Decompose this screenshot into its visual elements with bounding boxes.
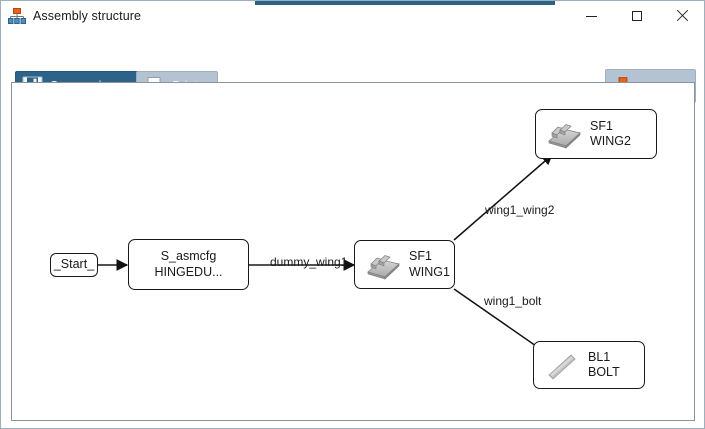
toolbar: Save as image... Print...	[1, 31, 704, 103]
surface-part-icon	[363, 248, 403, 282]
node-bolt-line2: BOLT	[588, 365, 620, 379]
node-wing2[interactable]: SF1 WING2	[535, 109, 657, 159]
edge-wing1-to-wing2	[453, 154, 553, 241]
org-chart-icon	[8, 8, 26, 24]
node-start[interactable]: _Start_	[50, 253, 98, 277]
node-wing1-body: SF1 WING1	[355, 248, 454, 282]
bolt-part-icon	[542, 348, 582, 382]
maximize-button[interactable]	[614, 1, 659, 31]
node-wing2-line2: WING2	[590, 134, 631, 148]
node-bolt-line1: BL1	[588, 349, 611, 364]
surface-part-icon	[544, 117, 584, 151]
edge-label-wing1-wing2: wing1_wing2	[485, 203, 555, 217]
node-wing2-labels: SF1 WING2	[590, 119, 631, 150]
diagram-canvas[interactable]: _Start_ S_asmcfg HINGEDU...	[11, 82, 695, 421]
node-s-asmcfg-line2: HINGEDU...	[154, 264, 223, 279]
minimize-icon	[586, 15, 597, 17]
edge-label-dummy-wing1: dummy_wing1	[270, 255, 348, 269]
title-bar: Assembly structure	[1, 1, 704, 31]
node-s-asmcfg[interactable]: S_asmcfg HINGEDU...	[128, 239, 249, 290]
node-bolt-body: BL1 BOLT	[534, 348, 644, 382]
node-bolt[interactable]: BL1 BOLT	[533, 341, 645, 389]
node-wing2-line1: SF1	[590, 118, 613, 133]
edge-label-wing1-bolt: wing1_bolt	[484, 294, 542, 308]
node-wing1-line1: SF1	[409, 249, 432, 264]
title-accent-strip	[255, 1, 555, 5]
window-title: Assembly structure	[33, 9, 142, 23]
node-wing2-body: SF1 WING2	[536, 117, 656, 151]
node-bolt-labels: BL1 BOLT	[588, 350, 620, 381]
node-s-asmcfg-line1: S_asmcfg	[160, 248, 217, 263]
window-controls	[569, 1, 704, 31]
close-button[interactable]	[659, 1, 704, 31]
node-start-label: _Start_	[53, 257, 95, 272]
maximize-icon	[631, 11, 642, 21]
node-wing1-line2: WING1	[409, 264, 450, 279]
node-wing1[interactable]: SF1 WING1	[354, 240, 455, 289]
node-wing1-labels: SF1 WING1	[409, 249, 450, 280]
close-icon	[676, 10, 688, 22]
node-s-asmcfg-labels: S_asmcfg HINGEDU...	[129, 249, 248, 280]
minimize-button[interactable]	[569, 1, 614, 31]
